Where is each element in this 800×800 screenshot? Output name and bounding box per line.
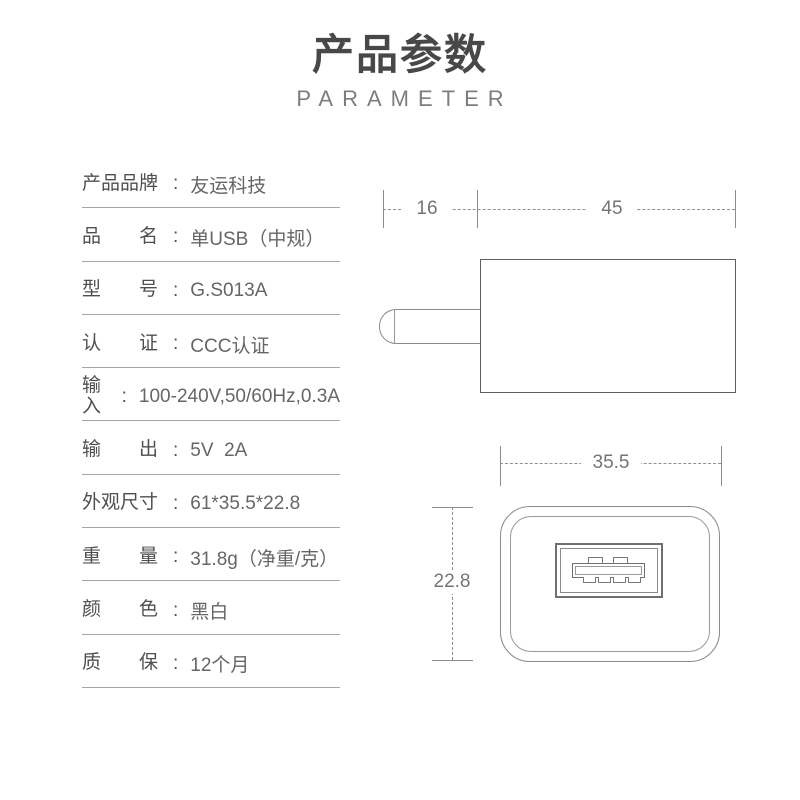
- spec-label: 型号: [82, 279, 158, 301]
- width-dimension-label: 35.5: [581, 451, 641, 475]
- length-dimension-line: [383, 209, 735, 210]
- spec-label: 认证: [82, 332, 158, 354]
- dimension-tick: [735, 190, 736, 228]
- spec-value: 单USB（中规）: [190, 228, 325, 250]
- usb-tongue: [572, 563, 645, 578]
- plug-pin-joint-line: [394, 310, 395, 343]
- spec-value: CCC认证: [190, 335, 270, 357]
- spec-colon: :: [121, 386, 127, 408]
- usb-pin-contact: [613, 557, 628, 564]
- spec-row-dimensions: 外观尺寸 : 61*35.5*22.8: [82, 475, 340, 529]
- usb-tongue-inner-line: [575, 566, 642, 575]
- spec-value: 100-240V,50/60Hz,0.3A: [138, 386, 340, 408]
- pin-length-label: 16: [403, 197, 451, 221]
- spec-row-product-name: 品名 : 单USB（中规）: [82, 208, 340, 262]
- spec-colon: :: [173, 173, 179, 195]
- usb-pin-contact: [598, 576, 611, 583]
- usb-pin-contact: [613, 576, 626, 583]
- dimension-tick: [477, 190, 478, 228]
- plug-pin-outline: [379, 309, 481, 344]
- body-length-label: 45: [587, 197, 637, 221]
- spec-value: 5V 2A: [190, 439, 248, 461]
- spec-row-warranty: 质保 : 12个月: [82, 635, 340, 688]
- height-dimension-label: 22.8: [427, 570, 477, 594]
- spec-row-input: 输入 : 100-240V,50/60Hz,0.3A: [82, 368, 340, 422]
- spec-row-output: 输出 : 5V 2A: [82, 421, 340, 475]
- charger-body-outline: [480, 259, 736, 393]
- spec-label: 品名: [82, 226, 158, 247]
- usb-pin-contact: [628, 576, 641, 583]
- spec-label: 质保: [82, 652, 158, 674]
- spec-label: 输入: [82, 375, 102, 418]
- spec-colon: :: [173, 439, 179, 461]
- page-title: 产品参数: [311, 31, 488, 78]
- dimension-tick: [500, 446, 501, 486]
- spec-label: 外观尺寸: [82, 492, 159, 514]
- spec-label: 重量: [82, 545, 158, 567]
- spec-row-color: 颜色 : 黑白: [82, 581, 340, 635]
- spec-value: 友运科技: [190, 175, 267, 197]
- dimension-tick: [432, 507, 473, 508]
- dimension-tick: [383, 190, 384, 228]
- spec-value: 31.8g（净重/克）: [190, 548, 339, 570]
- spec-label: 输出: [82, 439, 158, 461]
- page-subtitle: PARAMETER: [296, 86, 513, 111]
- spec-value: G.S013A: [190, 279, 268, 301]
- dimension-tick: [432, 660, 473, 661]
- usb-pin-contact: [583, 576, 596, 583]
- usb-pin-contact: [588, 557, 603, 564]
- spec-row-certification: 认证 : CCC认证: [82, 315, 340, 369]
- spec-label: 颜色: [82, 599, 158, 621]
- spec-colon: :: [173, 652, 179, 674]
- spec-colon: :: [173, 279, 179, 301]
- spec-row-weight: 重量 : 31.8g（净重/克）: [82, 528, 340, 582]
- spec-row-model: 型号 : G.S013A: [82, 262, 340, 315]
- spec-value: 黑白: [190, 602, 229, 624]
- spec-colon: :: [173, 599, 179, 621]
- spec-label: 产品品牌: [82, 172, 159, 194]
- spec-colon: :: [173, 492, 179, 514]
- spec-value: 61*35.5*22.8: [190, 492, 301, 514]
- spec-colon: :: [173, 226, 179, 248]
- spec-colon: :: [173, 333, 179, 355]
- spec-value: 12个月: [190, 655, 250, 677]
- spec-row-brand: 产品品牌 : 友运科技: [82, 155, 340, 209]
- dimension-tick: [721, 446, 722, 486]
- spec-table: 产品品牌 : 友运科技 品名 : 单USB（中规） 型号 : G.S013A 认…: [82, 155, 340, 688]
- spec-colon: :: [173, 546, 179, 568]
